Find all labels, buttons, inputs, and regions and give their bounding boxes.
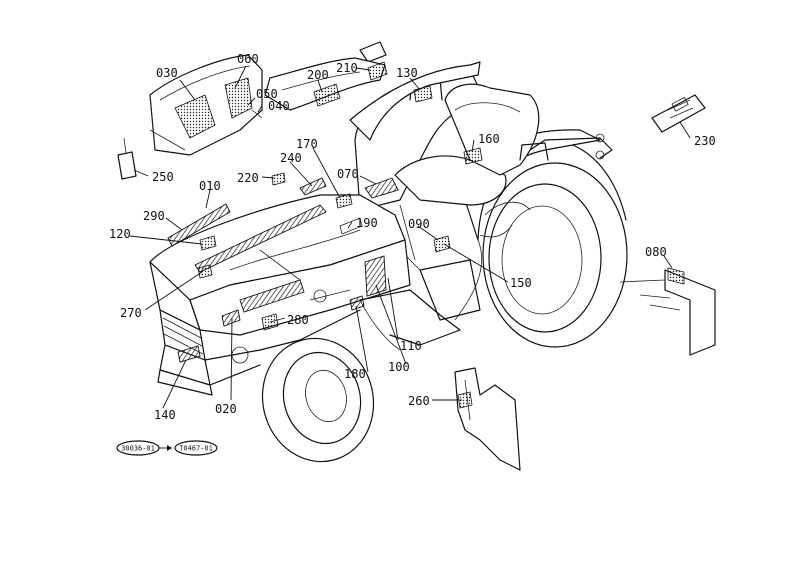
rear-wheel [482, 131, 628, 348]
label-050: 050 [256, 87, 278, 101]
label-020: 020 [215, 402, 237, 416]
label-060: 060 [237, 52, 259, 66]
label-260: 260 [408, 394, 430, 408]
label-210: 210 [336, 61, 358, 75]
label-180: 180 [344, 367, 366, 381]
label-250: 250 [152, 170, 174, 184]
label-110: 110 [400, 339, 422, 353]
arrow-right-icon [167, 445, 172, 451]
label-030: 030 [156, 66, 178, 80]
label-010: 010 [199, 179, 221, 193]
label-150: 150 [510, 276, 532, 290]
label-220: 220 [237, 171, 259, 185]
label-070: 070 [337, 167, 359, 181]
ref-from: 30036-01 [121, 445, 155, 453]
leader-lines [129, 65, 691, 409]
label-080: 080 [645, 245, 667, 259]
ref-to: T0467-01 [179, 445, 213, 453]
label-290: 290 [143, 209, 165, 223]
bracket-080 [619, 267, 716, 356]
label-280: 280 [287, 313, 309, 327]
panel-030-060 [149, 54, 263, 156]
label-160: 160 [478, 132, 500, 146]
reference-codes: 30036-01 T0467-01 [116, 440, 218, 456]
decal-230 [651, 94, 706, 133]
label-130: 130 [396, 66, 418, 80]
label-230: 230 [694, 134, 716, 148]
label-170: 170 [296, 137, 318, 151]
steering-column [264, 41, 387, 111]
decal-250 [117, 137, 137, 180]
label-040: 040 [268, 99, 290, 113]
body-decals [167, 61, 483, 363]
label-090: 090 [408, 217, 430, 231]
part-labels: 030 060 050 040 200 210 130 230 250 170 … [109, 52, 716, 422]
label-140: 140 [154, 408, 176, 422]
label-100: 100 [388, 360, 410, 374]
label-120: 120 [109, 227, 131, 241]
front-wheel [261, 337, 375, 463]
label-200: 200 [307, 68, 329, 82]
label-240: 240 [280, 151, 302, 165]
panel-260 [454, 367, 521, 471]
label-270: 270 [120, 306, 142, 320]
label-190: 190 [356, 216, 378, 230]
ref-to-oval [174, 440, 218, 456]
